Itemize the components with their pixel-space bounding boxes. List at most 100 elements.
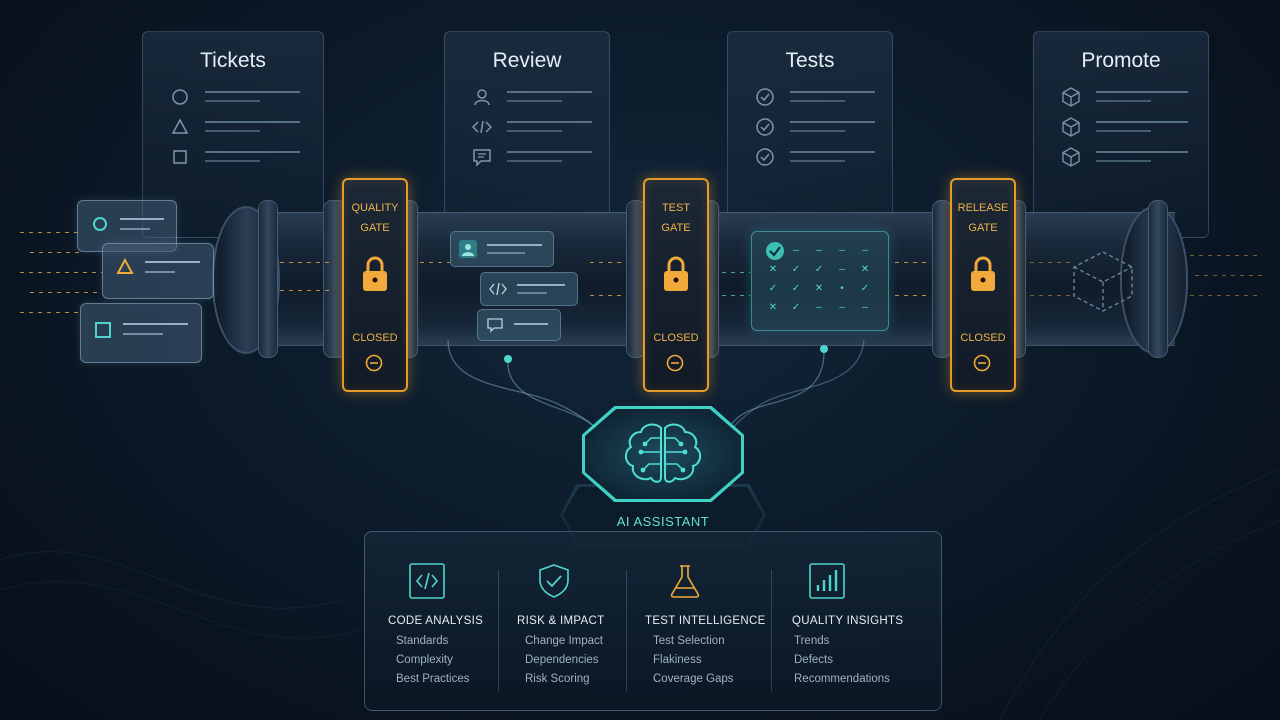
capability-item: Flakiness	[653, 654, 702, 666]
flow-line	[1030, 262, 1070, 263]
list-item	[169, 116, 300, 138]
test-matrix: ––––✕✓✓–✕✓✓✕•✓✕✓–––	[751, 231, 889, 331]
ticket-card	[80, 303, 202, 363]
minus-circle-icon	[973, 354, 991, 372]
stage-title: Promote	[1081, 49, 1161, 72]
flow-line	[20, 312, 80, 313]
stage-panel-tests: Tests	[727, 31, 893, 238]
matrix-cell: ✓	[791, 264, 801, 275]
triangle-icon	[116, 257, 134, 274]
gate-status: CLOSED	[352, 332, 398, 344]
flow-line	[420, 262, 450, 263]
capability-item: Change Impact	[525, 635, 603, 647]
shield-check-icon	[539, 564, 569, 598]
matrix-cell: –	[839, 302, 845, 313]
capability-title: CODE ANALYSIS	[388, 615, 484, 627]
matrix-cell: –	[816, 302, 822, 313]
circle-icon	[93, 217, 107, 231]
brain-icon	[625, 423, 701, 483]
flow-line	[1030, 295, 1070, 296]
cube-icon	[1062, 147, 1080, 167]
flow-line	[1190, 255, 1260, 256]
check-circle-icon	[766, 242, 784, 260]
list-item	[471, 86, 592, 108]
ai-assistant-label: AI ASSISTANT	[616, 514, 710, 529]
gate-label: RELEASE GATE	[957, 202, 1009, 234]
flow-line	[895, 295, 930, 296]
stage-title: Tests	[785, 49, 835, 72]
matrix-cell: •	[840, 283, 844, 294]
ticket-card	[102, 243, 214, 299]
list-item	[754, 86, 875, 108]
list-item	[471, 116, 592, 138]
check-circle-icon	[756, 88, 774, 106]
list-item	[169, 86, 300, 108]
list-item	[754, 116, 875, 138]
list-item	[471, 146, 592, 168]
comment-icon	[487, 318, 503, 333]
flow-line	[280, 290, 330, 291]
capability-item: Recommendations	[794, 673, 890, 685]
lock-icon	[664, 256, 688, 291]
flow-line	[1190, 295, 1260, 296]
cube-icon	[1073, 251, 1133, 312]
list-item	[754, 146, 875, 168]
matrix-cell: –	[839, 264, 845, 275]
flow-line	[895, 262, 930, 263]
flow-line	[280, 262, 330, 263]
matrix-cell: ✕	[768, 302, 778, 313]
divider	[771, 570, 772, 692]
capability-item: Coverage Gaps	[653, 673, 734, 685]
code-icon	[409, 563, 445, 599]
pipe-flange	[1148, 200, 1168, 358]
capability-item: Test Selection	[653, 635, 725, 647]
code-icon	[489, 282, 507, 296]
matrix-cell: ✓	[768, 283, 778, 294]
stage-title: Tickets	[200, 49, 266, 72]
release-gate: RELEASE GATE CLOSED	[950, 178, 1016, 392]
gate-status: CLOSED	[653, 332, 699, 344]
review-card	[450, 231, 554, 267]
minus-circle-icon	[365, 354, 383, 372]
capability-item: Trends	[794, 635, 830, 647]
user-icon	[459, 240, 477, 258]
flow-line	[30, 252, 80, 253]
capability-title: RISK & IMPACT	[517, 615, 605, 627]
matrix-cell: ✓	[791, 283, 801, 294]
matrix-cell: ✕	[814, 283, 824, 294]
flow-line	[1195, 275, 1265, 276]
capability-item: Best Practices	[396, 673, 470, 685]
flask-icon	[670, 565, 700, 598]
flow-line	[590, 262, 625, 263]
matrix-cell: ✕	[860, 264, 870, 275]
lock-icon	[971, 256, 995, 291]
bar-chart-icon	[809, 563, 845, 599]
matrix-cell: –	[862, 245, 868, 256]
stage-panel-promote: Promote	[1033, 31, 1209, 238]
code-icon	[471, 120, 493, 134]
cube-icon	[1062, 117, 1080, 137]
flow-line	[20, 232, 80, 233]
user-icon	[474, 89, 490, 106]
capability-item: Standards	[396, 635, 449, 647]
divider	[626, 570, 627, 692]
check-circle-icon	[756, 118, 774, 136]
flow-line	[722, 295, 750, 296]
divider	[498, 570, 499, 692]
lock-icon	[363, 256, 387, 291]
capability-title: QUALITY INSIGHTS	[792, 615, 904, 627]
capabilities-panel: CODE ANALYSIS Standards Complexity Best …	[364, 531, 942, 711]
flow-line	[20, 272, 102, 273]
stage-panel-review: Review	[444, 31, 610, 238]
list-item	[1060, 86, 1188, 108]
matrix-cell: –	[839, 245, 845, 256]
minus-circle-icon	[666, 354, 684, 372]
list-item	[1060, 116, 1188, 138]
capability-item: Dependencies	[525, 654, 599, 666]
matrix-cell: ✓	[860, 283, 870, 294]
ai-assistant-core	[585, 409, 741, 499]
comment-icon	[473, 149, 491, 167]
circle-icon	[172, 89, 188, 105]
triangle-icon	[171, 118, 189, 134]
